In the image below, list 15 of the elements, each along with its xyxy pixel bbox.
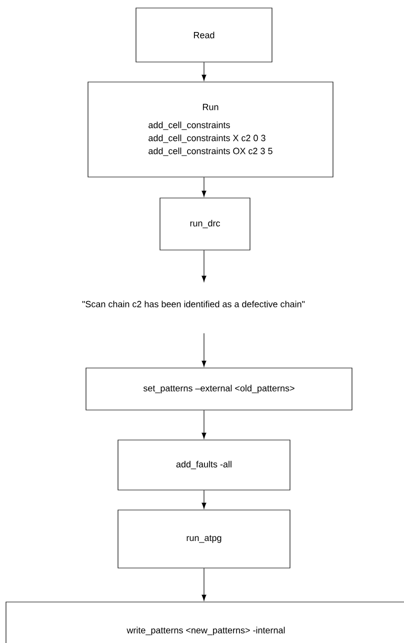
arrow	[202, 568, 206, 601]
process-box: add_faults -all	[118, 440, 290, 490]
arrow	[202, 332, 206, 367]
process-box: Read	[136, 8, 272, 62]
process-box: set_patterns –external <old_patterns>	[86, 368, 352, 410]
arrow	[202, 410, 206, 439]
process-box: write_patterns <new_patterns> -internal	[6, 602, 404, 643]
arrow	[202, 62, 206, 81]
process-box: run_atpg	[118, 510, 290, 568]
arrow	[202, 490, 206, 509]
message-text: "Scan chain c2 has been identified as a defective chain"	[82, 300, 305, 308]
arrow	[202, 250, 206, 282]
arrow	[202, 177, 206, 197]
process-box: run_drc	[160, 198, 250, 250]
process-box: Run add_cell_constraints add_cell_constraints X c2 0 3 add_cell_constraints OX c2 3 5	[88, 82, 334, 178]
